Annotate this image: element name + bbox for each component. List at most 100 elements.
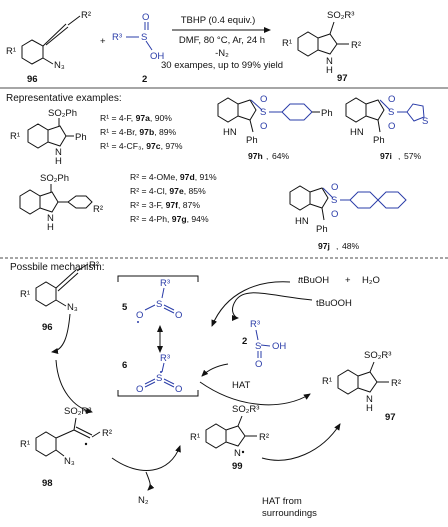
mech-97: SO₂R³ R¹ R² N H 97 bbox=[322, 350, 401, 423]
svg-text:O: O bbox=[388, 94, 395, 105]
plus-sign: + bbox=[100, 36, 106, 47]
svg-text:,: , bbox=[398, 151, 400, 161]
svg-text:R¹ = 4-CF₃, 97c, 97%: R¹ = 4-CF₃, 97c, 97% bbox=[100, 141, 183, 151]
svg-text:R¹: R¹ bbox=[322, 376, 332, 387]
n3-label: N₃ bbox=[54, 60, 65, 71]
compound-2-label: 2 bbox=[142, 74, 147, 85]
svg-text:+: + bbox=[345, 275, 351, 286]
svg-text:Ph: Ph bbox=[246, 135, 258, 146]
svg-text:O: O bbox=[136, 384, 143, 395]
examples-heading: Representative examples: bbox=[6, 93, 122, 104]
svg-text:R²: R² bbox=[102, 428, 112, 439]
series-2-row: R² = 4-OMe, 97d, 91% bbox=[130, 172, 217, 182]
svg-text:5: 5 bbox=[122, 302, 128, 313]
mech-97-label: 97 bbox=[385, 412, 396, 423]
svg-text:R² = 4-Cl, 97e, 85%: R² = 4-Cl, 97e, 85% bbox=[130, 186, 206, 196]
svg-text:SO₂Ph: SO₂Ph bbox=[40, 173, 69, 184]
svg-text:Ph: Ph bbox=[316, 224, 328, 235]
svg-text:S: S bbox=[156, 299, 162, 310]
example-97i: S O O S HN Ph 97i , 57% bbox=[345, 94, 428, 161]
svg-text:HN: HN bbox=[350, 127, 364, 138]
svg-text:H: H bbox=[326, 65, 333, 76]
svg-text:97i: 97i bbox=[380, 151, 392, 161]
mechanism-heading: Possbile mechanism: bbox=[10, 262, 104, 273]
mech-99-label: 99 bbox=[232, 461, 243, 472]
series-2-list: R² = 4-OMe, 97d, 91% R² = 4-Cl, 97e, 85%… bbox=[130, 172, 217, 224]
series-1-row: R¹ = 4-Br, 97b, 89% bbox=[100, 127, 177, 137]
s-label: S bbox=[141, 32, 147, 43]
svg-text:tBuOOH: tBuOOH bbox=[316, 298, 352, 309]
oh-label: OH bbox=[150, 51, 164, 62]
svg-text:R¹: R¹ bbox=[10, 131, 20, 142]
svg-text:R² = 3-F, 97f, 87%: R² = 3-F, 97f, 87% bbox=[130, 200, 200, 210]
compound-97-label: 97 bbox=[337, 73, 348, 84]
svg-text:O: O bbox=[260, 121, 267, 132]
mech-acid-2: R³ S OH O 2 bbox=[242, 319, 286, 370]
svg-text:R³: R³ bbox=[250, 319, 260, 330]
svg-text:N₃: N₃ bbox=[67, 302, 78, 313]
series-1-list: R¹ = 4-F, 97a, 90% R¹ = 4-Br, 97b, 89% R… bbox=[100, 113, 183, 151]
example-core-1: SO₂Ph R¹ Ph N H bbox=[10, 108, 87, 167]
svg-text:R¹ = 4-F, 97a, 90%: R¹ = 4-F, 97a, 90% bbox=[100, 113, 172, 123]
svg-text:S: S bbox=[156, 373, 162, 384]
product-97: SO₂R³ R¹ R² N H 97 bbox=[282, 10, 361, 84]
svg-text:R² = 4-Ph, 97g, 94%: R² = 4-Ph, 97g, 94% bbox=[130, 214, 209, 224]
mech-98: SO₂R³ R² R¹ N₃ 98 bbox=[20, 406, 112, 489]
example-97h: S O O Ph HN Ph 97h , 64% bbox=[217, 94, 333, 161]
svg-text:97j: 97j bbox=[318, 241, 330, 251]
svg-text:R¹ = 4-Br, 97b, 89%: R¹ = 4-Br, 97b, 89% bbox=[100, 127, 177, 137]
svg-text:OH: OH bbox=[272, 341, 286, 352]
svg-text:SO₂R³: SO₂R³ bbox=[64, 406, 91, 417]
example-core-2: SO₂Ph R² N H bbox=[19, 173, 103, 233]
svg-text:O: O bbox=[331, 209, 338, 220]
svg-text:H: H bbox=[366, 403, 373, 414]
svg-text:N: N bbox=[47, 213, 54, 224]
svg-text:R³: R³ bbox=[160, 353, 170, 364]
svg-text:97h: 97h bbox=[248, 151, 263, 161]
svg-text:R²: R² bbox=[259, 432, 269, 443]
svg-text:S: S bbox=[255, 341, 261, 352]
series-1-row: R¹ = 4-CF₃, 97c, 97% bbox=[100, 141, 183, 151]
mech-96: R² R¹ N₃ 96 bbox=[20, 260, 99, 333]
svg-text:H: H bbox=[47, 222, 54, 233]
tbuoh-h2o: ttBuOH + H₂O tBuOOH bbox=[298, 275, 380, 309]
svg-text:SO₂R³: SO₂R³ bbox=[327, 10, 354, 21]
svg-text:R² = 4-OMe, 97d, 91%: R² = 4-OMe, 97d, 91% bbox=[130, 172, 217, 182]
svg-text:N₃: N₃ bbox=[64, 456, 75, 467]
svg-text:Ph: Ph bbox=[321, 108, 333, 119]
svg-text:O: O bbox=[175, 384, 182, 395]
compound-96-label: 96 bbox=[27, 74, 38, 85]
svg-text:H: H bbox=[55, 156, 62, 167]
mech-99: SO₂R³ R¹ R² N 99 bbox=[190, 404, 269, 472]
svg-text:HN: HN bbox=[295, 216, 309, 227]
svg-text:R¹: R¹ bbox=[282, 38, 292, 49]
svg-text:O: O bbox=[260, 94, 267, 105]
svg-text:O: O bbox=[331, 182, 338, 193]
n2-label: N₂ bbox=[138, 495, 149, 506]
svg-text:ttBuOH: ttBuOH bbox=[298, 275, 329, 286]
svg-text:30 exampes, up to 99% yield: 30 exampes, up to 99% yield bbox=[161, 60, 283, 71]
svg-text:S: S bbox=[422, 116, 428, 127]
svg-text:SO₂Ph: SO₂Ph bbox=[48, 108, 77, 119]
svg-text:R²: R² bbox=[89, 260, 99, 271]
r2-label: R² bbox=[81, 10, 91, 21]
example-97j: S O O HN Ph 97j , 48% bbox=[289, 182, 407, 251]
svg-text:2: 2 bbox=[242, 336, 247, 347]
svg-text:O: O bbox=[175, 310, 182, 321]
svg-text:-N₂: -N₂ bbox=[215, 48, 229, 59]
r1-label: R¹ bbox=[6, 46, 16, 57]
svg-text:S: S bbox=[388, 107, 394, 118]
reactant-96: R² R¹ N₃ 96 bbox=[6, 10, 91, 85]
radical-box: 5 R³ S O O 6 R³ S O O bbox=[117, 275, 199, 397]
svg-text:N: N bbox=[55, 147, 62, 158]
svg-text:R²: R² bbox=[93, 204, 103, 215]
svg-text:N: N bbox=[326, 56, 333, 67]
svg-text:48%: 48% bbox=[342, 241, 360, 251]
svg-text:H₂O: H₂O bbox=[362, 275, 380, 286]
svg-text:Ph: Ph bbox=[373, 135, 385, 146]
svg-text:SO₂R³: SO₂R³ bbox=[364, 350, 391, 361]
hat-label-2a: HAT from bbox=[262, 496, 302, 507]
series-2-row: R² = 4-Ph, 97g, 94% bbox=[130, 214, 209, 224]
conditions: TBHP (0.4 equiv.) DMF, 80 °C, Ar, 24 h -… bbox=[161, 15, 283, 71]
